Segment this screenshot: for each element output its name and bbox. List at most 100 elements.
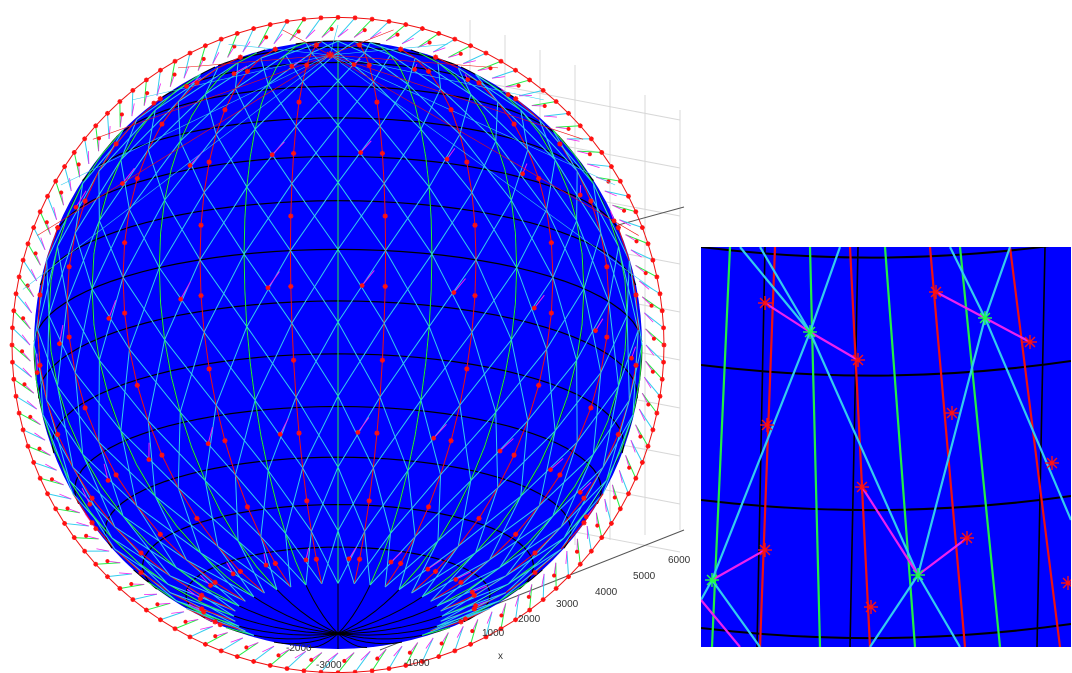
shell-cross-link	[518, 89, 544, 97]
inset-diagonal-line	[808, 247, 842, 333]
shell-cross-link	[604, 190, 629, 197]
shell-cross-link	[146, 602, 171, 611]
shell-node-marker	[483, 634, 489, 640]
shell-outer-edge	[253, 24, 271, 30]
marker-stroke	[66, 264, 72, 270]
mesh-diagonal	[576, 385, 619, 443]
zoom-inset-panel	[701, 247, 1071, 647]
mesh-diagonal	[592, 183, 630, 261]
shell-magenta-link	[337, 28, 349, 38]
shell-magenta-link	[612, 204, 625, 212]
shell-magenta-link	[34, 432, 46, 441]
mesh-diagonal	[457, 480, 472, 547]
marker-stroke	[654, 410, 660, 416]
inset-magenta-link	[711, 549, 766, 581]
marker-stroke	[604, 334, 610, 340]
node-marker-red	[269, 152, 275, 158]
shell-node-marker	[650, 257, 656, 263]
marker-stroke	[660, 308, 665, 313]
marker-stroke	[144, 77, 149, 83]
marker-stroke	[856, 481, 868, 493]
mesh-diagonal	[177, 62, 239, 103]
shell-outer-edge	[470, 636, 487, 645]
inset-diagonal-line	[701, 579, 713, 601]
shell-node-marker	[609, 521, 614, 526]
marker-stroke	[13, 291, 19, 296]
shell-outer-edge	[146, 69, 161, 81]
marker-stroke	[28, 414, 33, 419]
mesh-diagonal	[337, 530, 355, 585]
shell-outer-edge	[39, 196, 48, 212]
node-marker-red	[633, 362, 639, 368]
marker-stroke	[291, 357, 296, 363]
marker-stroke	[513, 617, 518, 622]
shell-node-marker	[468, 641, 473, 647]
marker-stroke	[403, 22, 408, 27]
mesh-diagonal	[177, 487, 239, 542]
mesh-diagonal	[364, 531, 371, 586]
shell-magenta-link	[257, 37, 267, 48]
pole-converge-line	[92, 54, 331, 140]
node-marker-red	[388, 559, 394, 565]
shell-node-marker	[659, 376, 665, 382]
shell-outer-edge	[13, 293, 17, 311]
shell-outer-edge	[15, 276, 20, 294]
marker-stroke	[759, 544, 771, 556]
shell-magenta-link	[425, 637, 434, 649]
marker-stroke	[172, 59, 178, 64]
mesh-diagonal	[385, 250, 430, 327]
marker-stroke	[309, 657, 314, 662]
marker-stroke	[59, 190, 64, 195]
shell-node-marker	[301, 16, 307, 22]
marker-stroke	[303, 557, 309, 563]
node-marker-red	[513, 96, 519, 102]
node-marker-red	[458, 619, 464, 625]
shell-cross-link	[619, 219, 643, 229]
shell-node-marker	[513, 67, 518, 73]
mesh-diagonal	[337, 531, 366, 584]
marker-stroke	[199, 592, 205, 598]
node-marker-red	[313, 556, 320, 562]
node-marker-red	[366, 62, 372, 68]
shell-node-marker	[62, 521, 67, 526]
shell-node-marker	[553, 586, 559, 591]
shell-node-marker	[13, 291, 19, 297]
mesh-diagonal	[204, 67, 219, 95]
mesh-diagonal	[291, 322, 339, 397]
pole-converge-line	[329, 54, 616, 186]
node-marker-red	[366, 498, 372, 504]
marker-stroke	[464, 159, 470, 165]
shell-node-marker	[638, 434, 643, 439]
shell-magenta-link	[294, 650, 307, 659]
mesh-diagonal	[499, 505, 540, 568]
node-marker-red	[536, 382, 542, 388]
mesh-diagonal	[204, 480, 262, 537]
marker-stroke	[578, 562, 583, 567]
mesh-magenta-link	[579, 481, 592, 493]
marker-stroke	[374, 99, 380, 105]
shell-outer-edge	[18, 260, 24, 277]
shell-cross-link	[639, 280, 661, 295]
mesh-magenta-link	[279, 418, 289, 435]
shell-node-marker	[566, 574, 571, 580]
shell-outer-edge	[555, 576, 569, 589]
shell-magenta-link	[227, 46, 235, 58]
node-marker-red	[272, 560, 278, 567]
shell-outer-edge	[107, 576, 121, 589]
marker-stroke	[31, 460, 36, 465]
marker-stroke	[201, 57, 206, 61]
marker-stroke	[589, 548, 594, 554]
mesh-diagonal	[420, 331, 473, 401]
shell-outer-edge	[160, 60, 176, 71]
marker-stroke	[1046, 457, 1058, 469]
marker-stroke	[527, 607, 532, 613]
shell-node-marker	[251, 26, 257, 31]
marker-stroke	[650, 369, 655, 374]
marker-stroke	[284, 666, 290, 671]
shell-magenta-link	[566, 138, 580, 142]
marker-stroke	[557, 141, 563, 147]
marker-stroke	[661, 359, 666, 365]
shell-node-marker	[577, 123, 583, 129]
shell-magenta-link	[369, 31, 382, 40]
